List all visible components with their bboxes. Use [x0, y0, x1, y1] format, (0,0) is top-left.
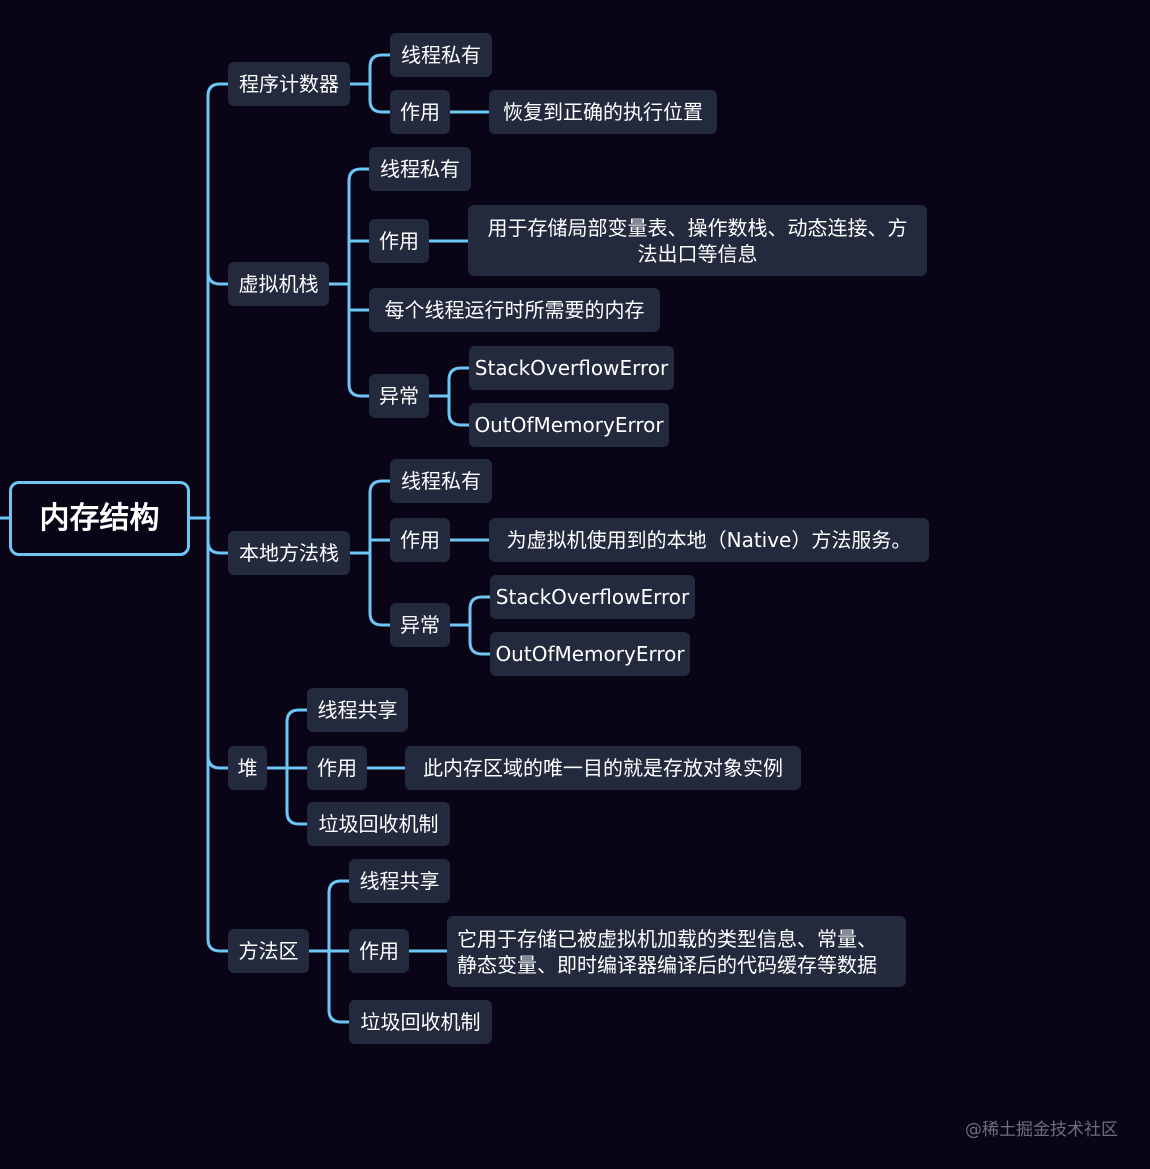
pc-role-desc-node[interactable]: 恢复到正确的执行位置: [489, 90, 717, 134]
branch-native-stack: [206, 539, 230, 555]
vm-stack-node[interactable]: 虚拟机栈: [228, 262, 329, 306]
heap-node[interactable]: 堆: [228, 746, 267, 790]
method-area-node[interactable]: 方法区: [228, 929, 309, 973]
native-private-node[interactable]: 线程私有: [390, 459, 492, 503]
root-node[interactable]: 内存结构: [9, 481, 190, 556]
branch-heap: [206, 754, 230, 770]
watermark: @稀土掘金技术社区: [965, 1120, 1118, 1140]
vm-role-node[interactable]: 作用: [369, 219, 429, 263]
native-exception-bracket: [448, 595, 492, 656]
native-exception-node[interactable]: 异常: [390, 603, 450, 647]
vm-stackoverflow-node[interactable]: StackOverflowError: [469, 346, 674, 390]
native-stackoverflow-node[interactable]: StackOverflowError: [490, 575, 695, 619]
native-bracket: [348, 479, 392, 627]
pc-private-node[interactable]: 线程私有: [390, 33, 492, 77]
vm-outofmemory-node[interactable]: OutOfMemoryError: [469, 403, 669, 447]
pc-node[interactable]: 程序计数器: [228, 62, 350, 106]
method-bracket: [307, 879, 351, 1024]
native-outofmemory-node[interactable]: OutOfMemoryError: [490, 632, 690, 676]
level1-trunk: [206, 82, 230, 953]
vm-exception-bracket: [427, 366, 471, 427]
method-gc-node[interactable]: 垃圾回收机制: [349, 1000, 492, 1044]
method-shared-node[interactable]: 线程共享: [349, 859, 450, 903]
native-stack-node[interactable]: 本地方法栈: [228, 531, 350, 575]
heap-role-node[interactable]: 作用: [307, 746, 367, 790]
heap-role-desc-node[interactable]: 此内存区域的唯一目的就是存放对象实例: [405, 746, 801, 790]
vm-bracket: [327, 167, 371, 398]
native-role-desc-node[interactable]: 为虚拟机使用到的本地（Native）方法服务。: [489, 518, 929, 562]
method-role-desc-node[interactable]: 它用于存储已被虚拟机加载的类型信息、常量、静态变量、即时编译器编译后的代码缓存等…: [447, 916, 906, 987]
heap-bracket: [265, 708, 309, 826]
pc-bracket: [348, 53, 392, 114]
native-role-node[interactable]: 作用: [390, 518, 450, 562]
branch-vm-stack: [206, 270, 230, 286]
vm-exception-node[interactable]: 异常: [369, 374, 429, 418]
vm-memory-node[interactable]: 每个线程运行时所需要的内存: [369, 288, 660, 332]
method-role-node[interactable]: 作用: [349, 929, 409, 973]
heap-shared-node[interactable]: 线程共享: [307, 688, 408, 732]
vm-role-desc-node[interactable]: 用于存储局部变量表、操作数栈、动态连接、方法出口等信息: [468, 205, 927, 276]
vm-private-node[interactable]: 线程私有: [369, 147, 471, 191]
heap-gc-node[interactable]: 垃圾回收机制: [307, 802, 450, 846]
pc-role-node[interactable]: 作用: [390, 90, 450, 134]
